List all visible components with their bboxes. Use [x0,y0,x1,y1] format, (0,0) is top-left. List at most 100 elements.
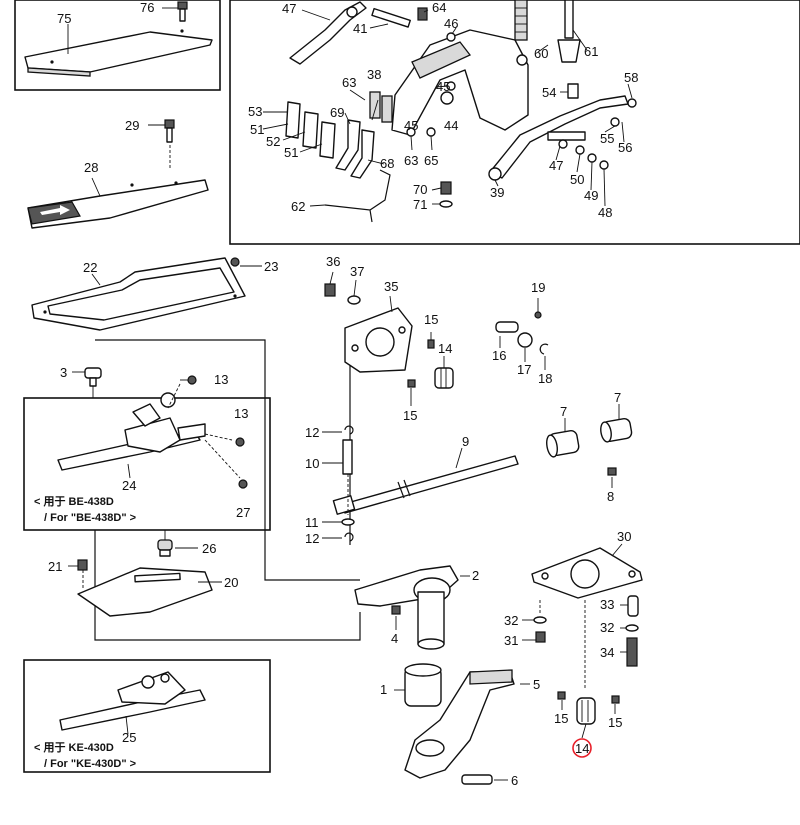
label-45b: 45 [404,118,418,133]
label-76: 76 [140,0,154,15]
caption-be438d-en: / For "BE-438D" > [44,512,136,524]
label-5: 5 [533,677,540,692]
label-33: 33 [600,597,614,612]
label-54: 54 [542,85,556,100]
highlight-circle [572,738,592,758]
label-30: 30 [617,529,631,544]
label-61: 61 [584,44,598,59]
screw-6 [461,774,493,785]
label-7b: 7 [614,390,621,405]
label-15a: 15 [424,312,438,327]
screw-34 [626,637,638,667]
caption-ke430d-en: / For "KE-430D" > [44,758,136,770]
label-2: 2 [472,568,479,583]
label-51b: 51 [284,145,298,160]
label-29: 29 [125,118,139,133]
part-75-plate [24,1,213,77]
label-65: 65 [424,153,438,168]
screw-76 [177,1,188,10]
label-70: 70 [413,182,427,197]
part-30-plate [522,543,643,758]
label-3: 3 [60,365,67,380]
part-52-plate [302,111,319,149]
label-15c: 15 [554,711,568,726]
washer-71 [439,200,453,208]
part-35-bracket [324,271,413,373]
label-47b: 47 [549,158,563,173]
label-64: 64 [432,0,446,15]
label-20: 20 [224,575,238,590]
part-22-plate [31,257,262,331]
label-58: 58 [624,70,638,85]
label-36: 36 [326,254,340,269]
part-62-wire [324,169,391,223]
label-11: 11 [305,515,319,530]
part-12-clip-top [344,425,354,435]
label-14a: 14 [438,341,452,356]
label-26: 26 [202,541,216,556]
part-51b-plate [319,121,336,159]
label-32b: 32 [600,620,614,635]
label-34: 34 [600,645,614,660]
part-47-lever [289,1,367,65]
label-55: 55 [600,131,614,146]
part-14-collar [576,697,596,725]
part-20-presser-plate [68,530,222,617]
label-10: 10 [305,456,319,471]
label-12b: 12 [305,531,319,546]
label-52: 52 [266,134,280,149]
part-26-stud [157,539,173,551]
part-61-pin [564,0,574,39]
label-12a: 12 [305,425,319,440]
label-39: 39 [490,185,504,200]
part-2-lever [354,565,470,650]
parts-7-bushings [546,404,633,488]
label-35: 35 [384,279,398,294]
screw-31 [535,631,546,643]
washer-37 [347,295,361,305]
part-17-bearing [517,332,533,348]
part-number-labels: 75 76 47 41 64 46 60 61 58 54 63 38 45 5… [48,0,638,788]
label-21: 21 [48,559,62,574]
label-45a: 45 [436,79,450,94]
caption-ke430d-zh: < 用于 KE-430D [34,741,114,754]
frame-top-left [14,0,221,91]
part-10-pin [342,439,353,475]
label-41: 41 [353,21,367,36]
part-5-pedal [394,663,530,785]
label-63a: 63 [342,75,356,90]
frame-be438d [23,397,271,531]
label-25: 25 [122,730,136,745]
label-49: 49 [584,188,598,203]
parts-16-19 [495,298,549,370]
part-9-shaft [332,447,519,515]
part-16-stud [495,321,519,333]
label-8: 8 [607,489,614,504]
label-31: 31 [504,633,518,648]
frame-top-right [229,0,800,245]
screw-70 [440,181,452,195]
label-17: 17 [517,362,531,377]
label-24: 24 [122,478,136,493]
label-38: 38 [367,67,381,82]
washer-32b [625,624,639,632]
pin-33 [627,595,639,617]
label-13b: 13 [234,406,248,421]
label-75: 75 [57,11,71,26]
label-60: 60 [534,46,548,61]
label-13a: 13 [214,372,228,387]
label-62: 62 [291,199,305,214]
label-4: 4 [391,631,398,646]
screw-29 [164,119,175,129]
label-47: 47 [282,1,296,16]
part-11-washer [341,518,355,526]
label-15b: 15 [403,408,417,423]
label-28: 28 [84,160,98,175]
label-69: 69 [330,105,344,120]
frames [14,0,800,773]
label-68: 68 [380,156,394,171]
label-71: 71 [413,197,427,212]
label-56: 56 [618,140,632,155]
label-19: 19 [531,280,545,295]
washer-32a [533,616,547,624]
